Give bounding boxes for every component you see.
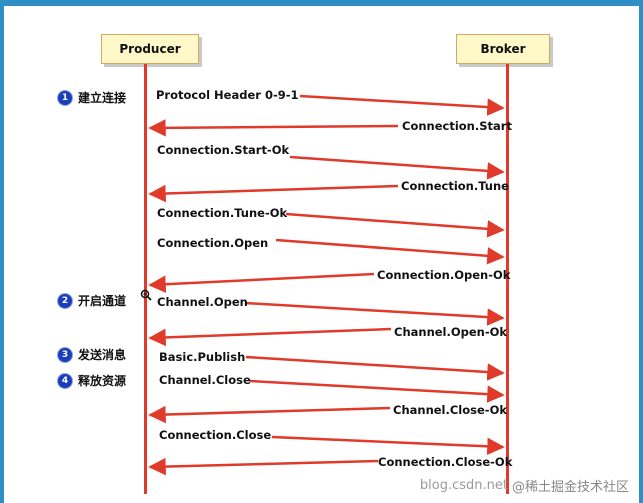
watermark-text: blog.csdn.net: [419, 478, 508, 493]
message-arrow-to-broker: [245, 355, 505, 381]
step-1: 1 建立连接: [58, 89, 126, 106]
message-arrow-to-producer: [148, 457, 379, 476]
window-frame-top: [0, 0, 643, 6]
message-label: Connection.Open-Ok: [377, 268, 511, 282]
message-label: Channel.Close: [159, 373, 251, 387]
message-label: Connection.Tune-Ok: [157, 206, 288, 220]
message-label: Channel.Open: [157, 295, 248, 309]
broker-label: Broker: [480, 42, 526, 56]
message-label: Channel.Open-Ok: [394, 325, 508, 339]
producer-label: Producer: [119, 42, 181, 56]
message-label: Protocol Header 0-9-1: [156, 88, 299, 102]
step-label: 发送消息: [78, 348, 127, 362]
step-4: 4 释放资源: [58, 372, 126, 389]
step-number-badge: 2: [58, 293, 72, 308]
step-3: 3 发送消息: [58, 346, 126, 363]
cursor-magnifier-icon: [140, 289, 152, 301]
message-arrow-to-producer: [148, 119, 399, 137]
message-arrow-to-broker: [285, 212, 505, 238]
step-2: 2 开启通道: [58, 292, 126, 309]
step-label: 释放资源: [78, 374, 127, 388]
message-label: Connection.Start: [402, 119, 512, 133]
message-label: Connection.Open: [157, 236, 269, 250]
message-label: Connection.Start-Ok: [157, 143, 290, 157]
step-label: 开启通道: [78, 294, 127, 308]
step-number-badge: 1: [58, 90, 72, 105]
window-frame-right: [639, 0, 643, 503]
producer-actor-box: Producer: [101, 34, 199, 64]
message-arrow-to-broker: [271, 435, 505, 456]
message-label: Connection.Tune: [401, 179, 509, 193]
message-label: Basic.Publish: [159, 350, 246, 364]
step-number-badge: 4: [58, 373, 72, 388]
watermark: blog.csdn.net @稀土掘金技术社区: [420, 476, 629, 495]
window-frame-left: [0, 0, 4, 503]
message-arrow-to-broker: [289, 155, 505, 180]
broker-actor-box: Broker: [456, 34, 550, 64]
message-arrow-to-broker: [275, 238, 505, 265]
message-label: Connection.Close-Ok: [378, 455, 513, 469]
message-label: Channel.Close-Ok: [393, 403, 507, 417]
broker-lifeline: [506, 64, 509, 494]
step-label: 建立连接: [78, 91, 127, 105]
producer-lifeline: [144, 64, 147, 494]
message-label: Connection.Close: [159, 428, 272, 442]
message-arrow-to-broker: [249, 379, 505, 403]
message-arrow-to-producer: [148, 272, 375, 293]
message-arrow-to-broker: [299, 94, 505, 116]
step-number-badge: 3: [58, 347, 72, 362]
message-arrow-to-producer: [148, 184, 399, 203]
message-arrow-to-producer: [148, 405, 391, 424]
message-arrow-to-producer: [148, 327, 392, 347]
message-arrow-to-broker: [244, 301, 505, 326]
watermark-overlay-text: @稀土掘金技术社区: [511, 480, 629, 495]
